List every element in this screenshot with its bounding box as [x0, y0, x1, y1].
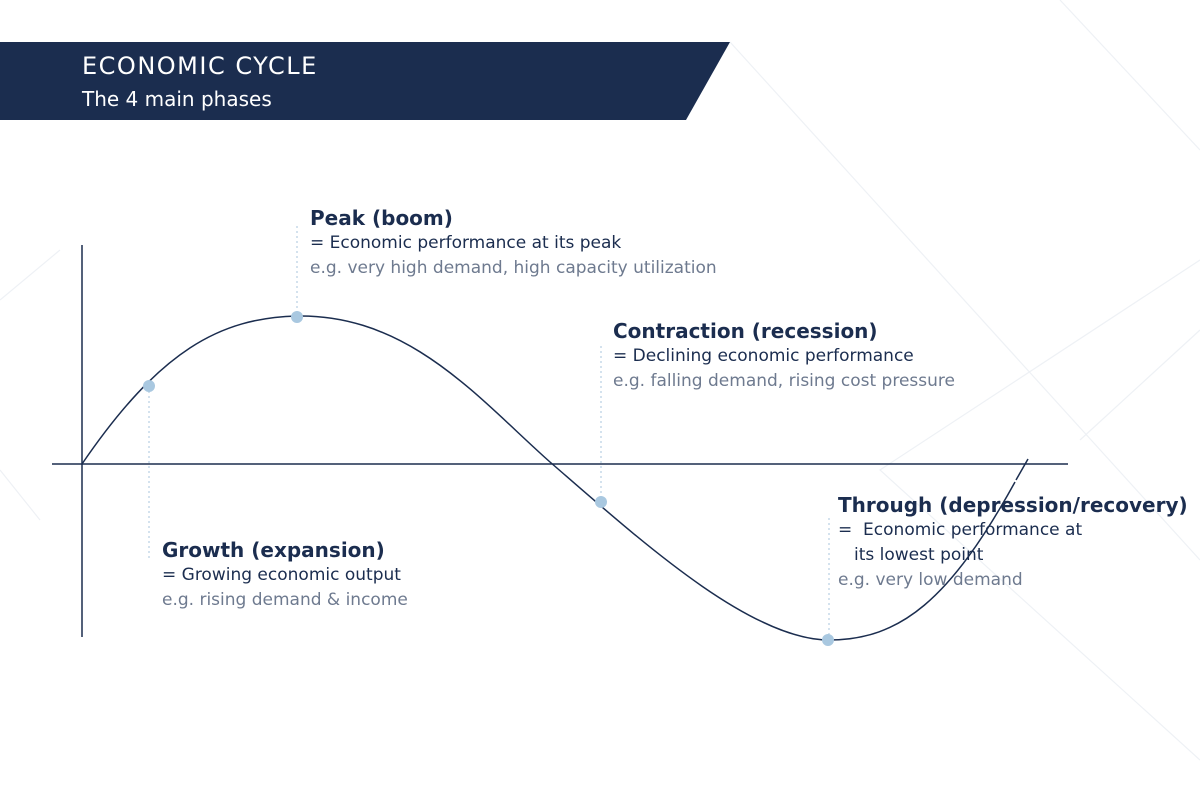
growth-title: Growth (expansion) [162, 538, 385, 562]
contraction-title: Contraction (recession) [613, 319, 878, 343]
cycle-curve [81, 315, 1016, 641]
contraction-example: e.g. falling demand, rising cost pressur… [613, 371, 955, 391]
trough-marker [822, 634, 834, 646]
trough-definition-line2: its lowest point [854, 545, 984, 565]
trough-label-group: Through (depression/recovery) = Economic… [838, 492, 1188, 593]
peak-example: e.g. very high demand, high capacity uti… [310, 258, 717, 278]
trough-example: e.g. very low demand [838, 570, 1023, 590]
contraction-label-group: Contraction (recession) = Declining econ… [613, 318, 955, 394]
axis-break-mark [1015, 458, 1029, 481]
guide-lines [148, 226, 830, 638]
growth-definition: = Growing economic output [162, 565, 401, 585]
peak-label-group: Peak (boom) = Economic performance at it… [310, 205, 717, 281]
trough-title: Through (depression/recovery) [838, 493, 1188, 517]
trough-definition-line1: = Economic performance at [838, 520, 1083, 540]
background-pattern [0, 0, 1200, 761]
peak-definition: = Economic performance at its peak [310, 233, 622, 253]
growth-label-group: Growth (expansion) = Growing economic ou… [162, 537, 408, 613]
growth-example: e.g. rising demand & income [162, 590, 408, 610]
growth-marker [143, 380, 155, 392]
contraction-definition: = Declining economic performance [613, 346, 914, 366]
page-subtitle: The 4 main phases [82, 87, 272, 111]
page-title: ECONOMIC CYCLE [82, 52, 318, 80]
peak-title: Peak (boom) [310, 206, 453, 230]
contraction-marker [595, 496, 607, 508]
peak-marker [291, 311, 303, 323]
header-banner [0, 42, 730, 120]
